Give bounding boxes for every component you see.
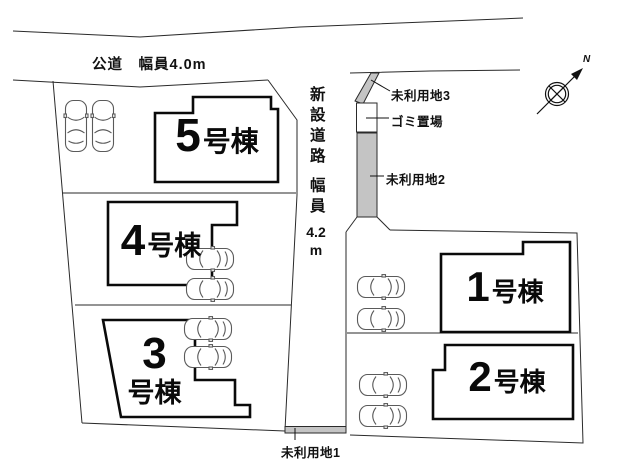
new-road-right-top-connector [345,216,358,233]
garbage-area-label: ゴミ置場 [391,115,444,129]
unused-land-3-label: 未利用地3 [391,89,451,103]
house-2-outline [431,343,575,421]
house-2-number: 2 [468,353,492,400]
unused-land-1-label: 未利用地1 [281,446,341,460]
house-5-suffix: 号棟 [202,126,259,157]
new-road-width-label: 幅員 [307,177,325,218]
unused-land-1-strip [284,426,347,434]
new-road-label: 新設道路 幅員 4.2 m [301,86,331,258]
house-1-number: 1 [466,263,490,310]
house-2-suffix: 号棟 [493,367,546,397]
car-icon [185,276,235,302]
unused-land-2-strip [356,132,378,218]
house-3-suffix: 号棟 [127,378,182,408]
public-road-label: 公道 幅員4.0m [92,57,207,73]
compass-icon [536,68,583,115]
house-1-suffix: 号棟 [491,277,544,307]
new-road-left-edge [267,79,298,431]
right-block-top-connector [376,216,391,231]
compass-north-label: N [583,54,591,65]
house-5-label: 5 号棟 [156,112,278,164]
unused-land-3-strip [354,72,380,105]
house-4-suffix: 号棟 [147,231,202,261]
house-1-outline [439,240,572,334]
public-road-upper-line [12,17,524,38]
house-1-label: 1 号棟 [444,266,566,314]
unused-land-2-label: 未利用地2 [386,173,446,187]
car-icon [356,274,406,300]
house-5-outline [153,95,280,184]
new-road-name: 新設道路 [307,86,325,168]
house-3-label: 3 号棟 [112,332,197,409]
car-icon [358,372,408,398]
right-block-boundary [349,229,584,444]
public-road-lower-line-right [349,69,521,74]
house-4-label: 4 号棟 [109,219,213,269]
new-road-unit: m [309,242,323,258]
car-icon [356,306,406,332]
new-road-width-value: 4.2 [306,224,326,240]
car-icon [90,99,116,153]
leader-unused-3 [370,79,391,92]
public-road-lower-line-left [12,79,269,88]
house-3-number: 3 [142,329,167,378]
house-5-number: 5 [175,109,201,161]
car-icon [63,99,89,153]
house-4-number: 4 [120,216,146,265]
car-icon [358,403,408,429]
site-left-boundary [52,80,83,424]
house-2-label: 2 号棟 [446,356,568,404]
site-bottom-left-line [81,422,286,432]
